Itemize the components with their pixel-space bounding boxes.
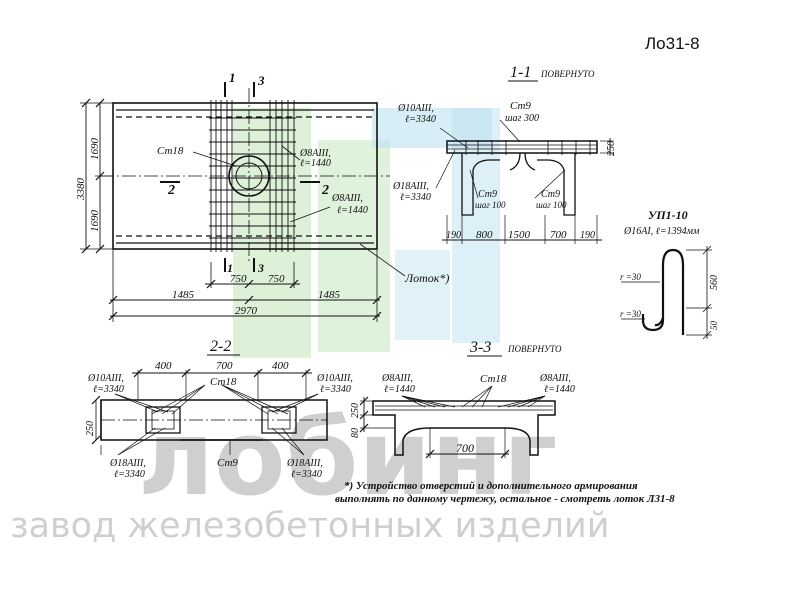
up-radius-top: r =30 (620, 272, 641, 282)
s33-label-d8-left-length: ℓ=1440 (384, 384, 415, 395)
s22-dim-400-right: 400 (272, 360, 289, 372)
section-3-3-note: ПОВЕРНУТО (507, 344, 562, 354)
s33-label-d8-right: Ø8AIII, (539, 373, 571, 384)
s11-dim-190-right: 190 (580, 230, 595, 241)
s33-dim-80: 80 (350, 428, 361, 438)
plan-dim-1690-top: 1690 (89, 138, 101, 161)
s22-label-d18-left: Ø18AIII, (109, 458, 146, 469)
s22-label-d18-left-length: ℓ=3340 (114, 469, 145, 480)
s11-dim-700: 700 (550, 229, 567, 241)
s11-label-st9: Ст9 (510, 100, 531, 112)
s22-dim-400-left: 400 (155, 360, 172, 372)
plan-label-d8-b: Ø8AIII, (331, 193, 363, 204)
plan-cut-1-bottom: 1 (227, 261, 233, 275)
s11-label-d18-length: ℓ=3340 (400, 192, 431, 203)
plan-label-d8-a-length: ℓ=1440 (300, 158, 331, 169)
plan-dim-1485-left: 1485 (172, 289, 195, 301)
section-3-3-title: 3-3 (469, 339, 491, 356)
s22-label-d18-right-length: ℓ=3340 (291, 469, 322, 480)
s11-label-step100-a: шаг 100 (475, 200, 506, 210)
s11-label-step100-b: шаг 100 (536, 200, 567, 210)
plan-label-st18: Ст18 (157, 145, 184, 157)
footnote-line-1: *) Устройство отверстий и дополнительног… (344, 480, 638, 492)
document-title: Ло31-8 (645, 34, 700, 53)
s33-dim-250: 250 (350, 403, 361, 418)
s11-label-step300: шаг 300 (505, 113, 539, 124)
s22-label-d10-right-length: ℓ=3340 (320, 384, 351, 395)
s33-label-st18: Ст18 (480, 373, 507, 385)
plan-dim-750-right: 750 (268, 273, 285, 285)
s33-dim-700: 700 (456, 441, 474, 455)
s11-label-d18: Ø18AIII, (392, 181, 429, 192)
s11-label-st9-b: Ст9 (541, 189, 560, 200)
footnote-line-2: выполнять по данному чертежу, остальное … (335, 493, 675, 505)
up-spec: Ø16AI, ℓ=1394мм (623, 226, 700, 237)
s22-label-d10-left-length: ℓ=3340 (93, 384, 124, 395)
plan-label-d8-a: Ø8AIII, (299, 148, 331, 159)
plan-dim-1690-bottom: 1690 (89, 210, 101, 233)
section-1-1-note: ПОВЕРНУТО (540, 69, 595, 79)
s11-dim-1500: 1500 (508, 229, 531, 241)
plan-cut-3-top: 3 (257, 73, 265, 88)
plan-dim-750-left: 750 (230, 273, 247, 285)
up-radius-bottom: r =30 (620, 309, 641, 319)
plan-cut-2-left: 2 (167, 183, 175, 198)
s22-label-d10-right: Ø10AIII, (316, 373, 353, 384)
s11-dim-190-left: 190 (446, 230, 461, 241)
plan-label-d8-b-length: ℓ=1440 (337, 205, 368, 216)
plan-dim-1485-right: 1485 (318, 289, 341, 301)
s11-dim-250: 250 (606, 141, 617, 156)
s33-label-d8-right-length: ℓ=1440 (544, 384, 575, 395)
s11-label-d10: Ø10AIII, (397, 103, 434, 114)
s22-dim-250: 250 (85, 421, 96, 436)
s22-label-d10-left: Ø10AIII, (87, 373, 124, 384)
section-1-1-title: 1-1 (510, 64, 531, 81)
s22-label-st9: Ст9 (217, 457, 238, 469)
plan-dim-3380: 3380 (75, 178, 87, 202)
s11-label-st9-a: Ст9 (478, 189, 497, 200)
section-3-3-drawing (359, 385, 556, 459)
s22-label-st18: Ст18 (210, 376, 237, 388)
plan-dim-2970: 2970 (235, 305, 258, 317)
plan-label-lotok: Лоток*) (404, 271, 449, 285)
s33-label-d8-left: Ø8AIII, (381, 373, 413, 384)
watermark-tagline: завод железобетонных изделий (10, 506, 610, 546)
s11-label-d10-length: ℓ=3340 (405, 114, 436, 125)
section-1-1-drawing (435, 119, 614, 244)
s22-dim-700: 700 (216, 360, 233, 372)
up-dim-50: 50 (709, 321, 719, 331)
plan-cut-1-top: 1 (229, 70, 236, 85)
s22-label-d18-right: Ø18AIII, (286, 458, 323, 469)
plan-view (80, 82, 406, 322)
up-dim-560: 560 (709, 275, 720, 290)
up-title: УП1-10 (648, 208, 688, 222)
section-2-2-title: 2-2 (210, 338, 231, 355)
section-2-2-drawing (91, 368, 328, 456)
s11-dim-800: 800 (476, 229, 493, 241)
up-bracket-drawing (641, 248, 685, 335)
plan-cut-2-right: 2 (321, 183, 329, 198)
plan-cut-3-bottom: 3 (257, 261, 264, 275)
watermark-brand: лобинг (138, 397, 557, 519)
